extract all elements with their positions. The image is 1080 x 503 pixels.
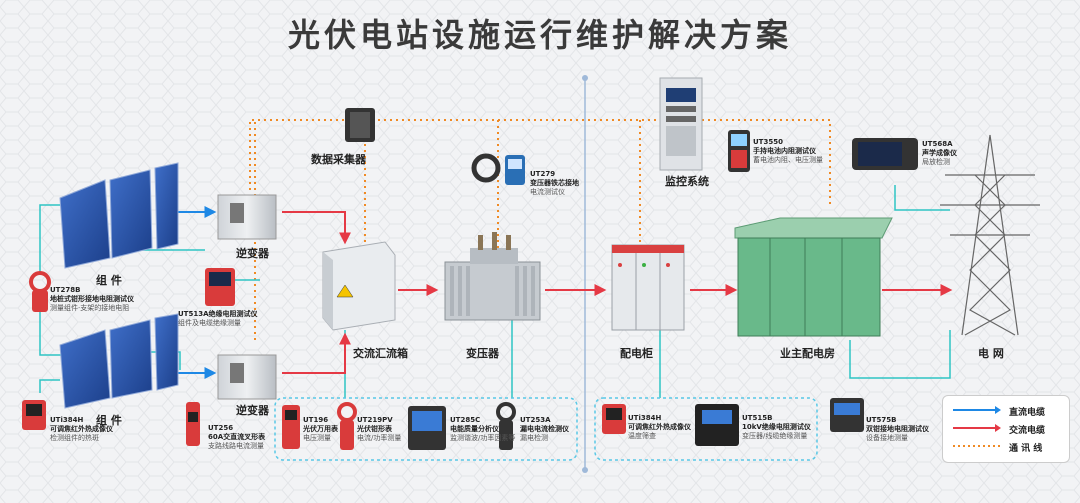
solar-panel-top: [59, 162, 179, 269]
inverter-bottom: [217, 354, 277, 400]
label-ac-combiner: 交流汇流箱: [353, 347, 408, 360]
data-collector-device: [345, 108, 375, 142]
legend-box: 直流电缆 交流电缆 通 讯 线: [942, 395, 1070, 463]
legend-dc: 直流电缆: [951, 404, 1045, 418]
label-monitor-system: 监控系统: [665, 175, 709, 188]
label-inverter-top: 逆变器: [236, 247, 269, 260]
label-data-collector: 数据采集器: [311, 153, 366, 166]
instrument-group-box-right: [594, 397, 818, 461]
ac-combiner-box: [322, 241, 396, 331]
ut253a-device: [496, 402, 516, 450]
instrument-group-box-left: [274, 397, 578, 461]
transformer-device: [444, 232, 541, 321]
ut513a-device: [205, 268, 235, 306]
dc-cables: [172, 206, 217, 379]
ut575b-device: [830, 398, 864, 432]
label-transformer: 变压器: [466, 347, 499, 360]
ut568a-device: [852, 138, 918, 170]
ut3550-device: [728, 130, 750, 172]
ut285c-device: [408, 406, 446, 450]
distribution-cabinet: [611, 244, 685, 331]
substation-house: [734, 217, 893, 337]
caption-ut513a: UT513A绝缘电阻测试仪组件及电缆绝缘测量: [178, 310, 258, 327]
label-grid: 电 网: [978, 347, 1004, 360]
ut279-device: [471, 153, 525, 185]
label-module-bottom: 组 件: [96, 414, 122, 427]
ut196-device: [282, 405, 300, 449]
ut219pv-device: [337, 402, 357, 450]
label-distribution-cabinet: 配电柜: [620, 347, 653, 360]
ut278b-device: [29, 271, 51, 312]
label-module-top: 组 件: [96, 274, 122, 287]
ut256-device: [186, 402, 200, 446]
ac-cables: [282, 211, 953, 374]
page-title: 光伏电站设施运行维护解决方案: [287, 16, 792, 54]
solar-panel-bottom: [59, 313, 179, 409]
power-tower: [940, 134, 1040, 336]
label-inverter-bottom: 逆变器: [236, 404, 269, 417]
inverter-top: [217, 194, 277, 240]
monitoring-rack: [659, 77, 703, 171]
uti384h-left-device: [22, 400, 46, 430]
ut515b-device: [695, 404, 739, 446]
legend-comm: 通 讯 线: [953, 444, 1043, 454]
legend-ac: 交流电缆: [951, 422, 1045, 436]
label-substation: 业主配电房: [780, 347, 835, 360]
uti384h-right-device: [602, 404, 626, 434]
